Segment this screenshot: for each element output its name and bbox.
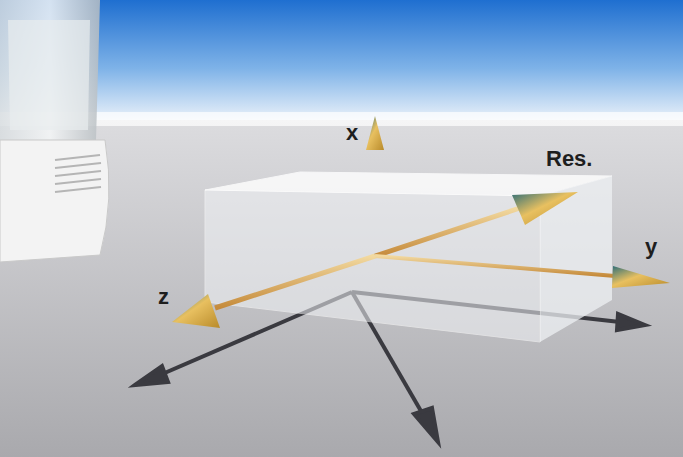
axis-label: x [346,122,358,144]
blender [0,0,109,262]
axis-label: y [645,236,657,258]
resultant-label: Res. [546,148,592,170]
axis-label: z [158,286,169,308]
axis-arrows [172,116,670,328]
